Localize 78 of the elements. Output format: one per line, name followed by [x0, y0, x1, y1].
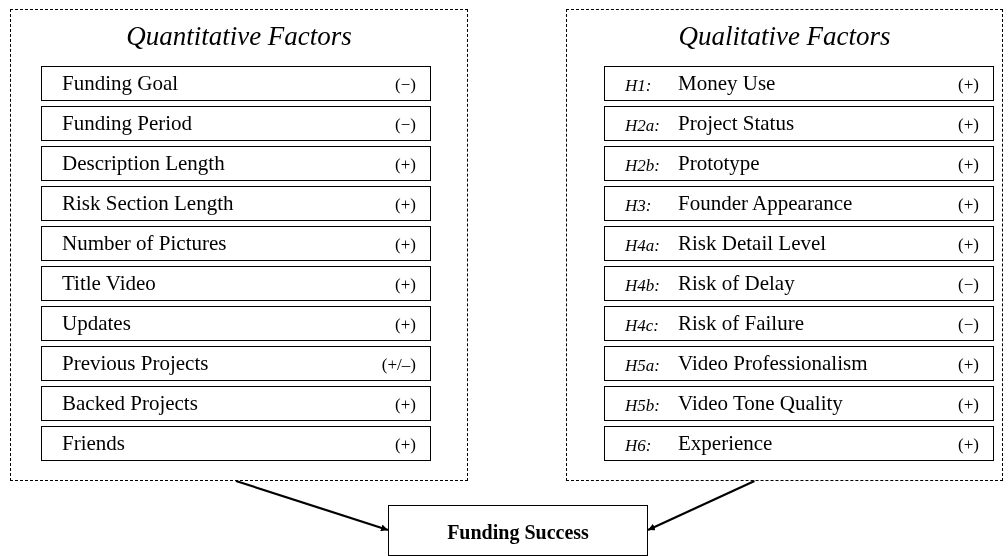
- arrow: [647, 480, 755, 531]
- factor-box: [604, 346, 994, 381]
- effect-sign: (+): [395, 274, 416, 296]
- effect-sign: (+): [395, 394, 416, 416]
- factor-box: [41, 226, 431, 261]
- factor-label: Risk Detail Level: [678, 231, 827, 255]
- hypothesis-label: H2a:: [625, 115, 660, 137]
- hypothesis-label: H1:: [625, 75, 652, 97]
- effect-sign: (+): [958, 354, 979, 376]
- factor-label: Updates: [62, 311, 131, 335]
- factor-label: Backed Projects: [62, 391, 198, 415]
- effect-sign: (+/–): [381, 354, 416, 376]
- factor-box: [41, 266, 431, 301]
- factor-label: Funding Goal: [62, 71, 179, 95]
- factor-box: [604, 146, 994, 181]
- group-frame: [10, 9, 468, 481]
- factor-label: Number of Pictures: [62, 231, 227, 255]
- factor-box: [41, 106, 431, 141]
- factor-label: Risk of Delay: [678, 271, 795, 295]
- hypothesis-label: H5b:: [625, 395, 660, 417]
- effect-sign: (+): [395, 234, 416, 256]
- outcome-box: [388, 505, 648, 556]
- factor-box: [604, 426, 994, 461]
- factor-box: [41, 66, 431, 101]
- hypothesis-label: H4b:: [625, 275, 660, 297]
- effect-sign: (+): [958, 434, 979, 456]
- factor-box: [41, 306, 431, 341]
- factor-box: [604, 106, 994, 141]
- hypothesis-label: H4c:: [625, 315, 659, 337]
- factor-label: Video Tone Quality: [678, 391, 843, 415]
- factor-box: [41, 426, 431, 461]
- factor-label: Description Length: [62, 151, 225, 175]
- factor-box: [41, 386, 431, 421]
- factor-box: [41, 186, 431, 221]
- effect-sign: (+): [958, 154, 979, 176]
- effect-sign: (+): [958, 394, 979, 416]
- factor-box: [41, 346, 431, 381]
- group-title: Qualitative Factors: [677, 20, 892, 52]
- effect-sign: (+): [395, 154, 416, 176]
- factor-label: Friends: [62, 431, 125, 455]
- hypothesis-label: H4a:: [625, 235, 660, 257]
- factor-label: Video Professionalism: [678, 351, 868, 375]
- effect-sign: (−): [958, 274, 979, 296]
- factor-box: [604, 186, 994, 221]
- effect-sign: (+): [958, 234, 979, 256]
- factor-box: [604, 66, 994, 101]
- factor-box: [41, 146, 431, 181]
- factor-label: Title Video: [62, 271, 156, 295]
- factor-box: [604, 306, 994, 341]
- hypothesis-label: H5a:: [625, 355, 660, 377]
- effect-sign: (+): [395, 434, 416, 456]
- factor-box: [604, 266, 994, 301]
- factor-label: Risk of Failure: [678, 311, 804, 335]
- factor-label: Prototype: [678, 151, 760, 175]
- factor-label: Experience: [678, 431, 773, 455]
- effect-sign: (−): [958, 314, 979, 336]
- factor-label: Previous Projects: [62, 351, 209, 375]
- effect-sign: (−): [395, 114, 416, 136]
- effect-sign: (+): [395, 194, 416, 216]
- factor-label: Funding Period: [62, 111, 193, 135]
- effect-sign: (+): [958, 194, 979, 216]
- outcome-label: Funding Success: [447, 521, 589, 544]
- factor-label: Risk Section Length: [62, 191, 234, 215]
- factor-label: Money Use: [678, 71, 776, 95]
- factor-label: Project Status: [678, 111, 795, 135]
- group-title: Quantitative Factors: [125, 20, 353, 52]
- hypothesis-label: H3:: [625, 195, 652, 217]
- hypothesis-label: H2b:: [625, 155, 660, 177]
- arrow: [235, 479, 389, 532]
- hypothesis-label: H6:: [625, 435, 652, 457]
- factor-box: [604, 226, 994, 261]
- effect-sign: (+): [958, 74, 979, 96]
- effect-sign: (+): [958, 114, 979, 136]
- effect-sign: (−): [395, 74, 416, 96]
- factor-label: Founder Appearance: [678, 191, 853, 215]
- effect-sign: (+): [395, 314, 416, 336]
- group-frame: [566, 9, 1003, 481]
- factor-box: [604, 386, 994, 421]
